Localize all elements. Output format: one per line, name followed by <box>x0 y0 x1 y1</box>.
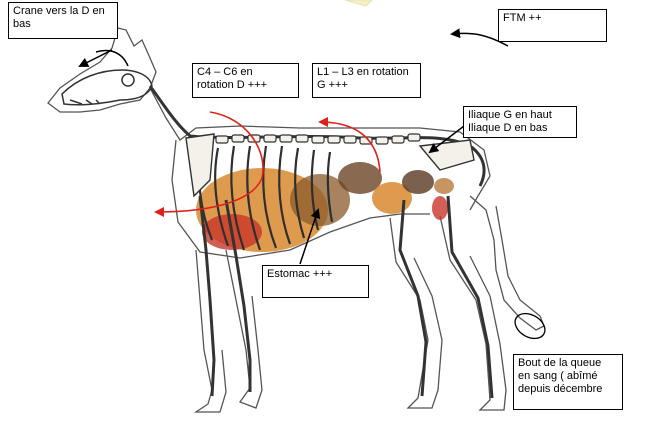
skull <box>61 69 153 106</box>
background-mark <box>344 0 373 7</box>
label-queue-line-2: en sang ( abîmé <box>518 370 598 382</box>
arrow-ftm <box>450 28 509 47</box>
label-queue-line-3: depuis décembre <box>518 383 603 395</box>
limb-bones <box>198 195 494 399</box>
label-ftm: FTM ++ <box>498 9 607 42</box>
label-l1-l3-line-2: G +++ <box>317 79 348 91</box>
label-queue-line-1: Bout de la queue <box>518 357 602 369</box>
label-estomac: Estomac +++ <box>262 265 369 298</box>
label-c4-c6: C4 – C6 en rotation D +++ <box>192 63 299 98</box>
label-c4-c6-line-2: rotation D +++ <box>197 79 268 91</box>
label-iliaque-line-1: Iliaque G en haut <box>468 109 552 121</box>
label-iliaque: Iliaque G en haut Iliaque D en bas <box>463 106 577 138</box>
red-arrows <box>154 111 381 217</box>
label-queue: Bout de la queue en sang ( abîmé depuis … <box>513 354 623 410</box>
arrow-crane <box>78 49 113 67</box>
arrow-estomac <box>299 208 321 265</box>
red-arrow-l1l3 <box>318 117 381 173</box>
spine <box>148 85 486 187</box>
organs <box>196 162 454 252</box>
arrow-iliaque <box>428 125 465 154</box>
label-estomac-line-1: Estomac +++ <box>267 268 333 280</box>
dog-silhouette <box>47 27 545 413</box>
label-crane-line-2: bas <box>13 18 31 30</box>
tail-tip-oval <box>514 312 546 340</box>
label-crane: Crane vers la D en bas <box>8 2 118 39</box>
label-c4-c6-line-1: C4 – C6 en <box>197 66 253 78</box>
label-crane-line-1: Crane vers la D en <box>13 5 105 17</box>
label-iliaque-line-2: Iliaque D en bas <box>468 122 548 134</box>
label-ftm-line-1: FTM ++ <box>503 12 542 24</box>
red-arrow-c4c6 <box>154 111 264 217</box>
label-l1-l3: L1 – L3 en rotation G +++ <box>312 63 421 98</box>
black-arrows <box>78 28 509 265</box>
rib-cage <box>198 145 334 251</box>
skull-curve-arrow <box>95 49 129 67</box>
label-l1-l3-line-1: L1 – L3 en rotation <box>317 66 409 78</box>
